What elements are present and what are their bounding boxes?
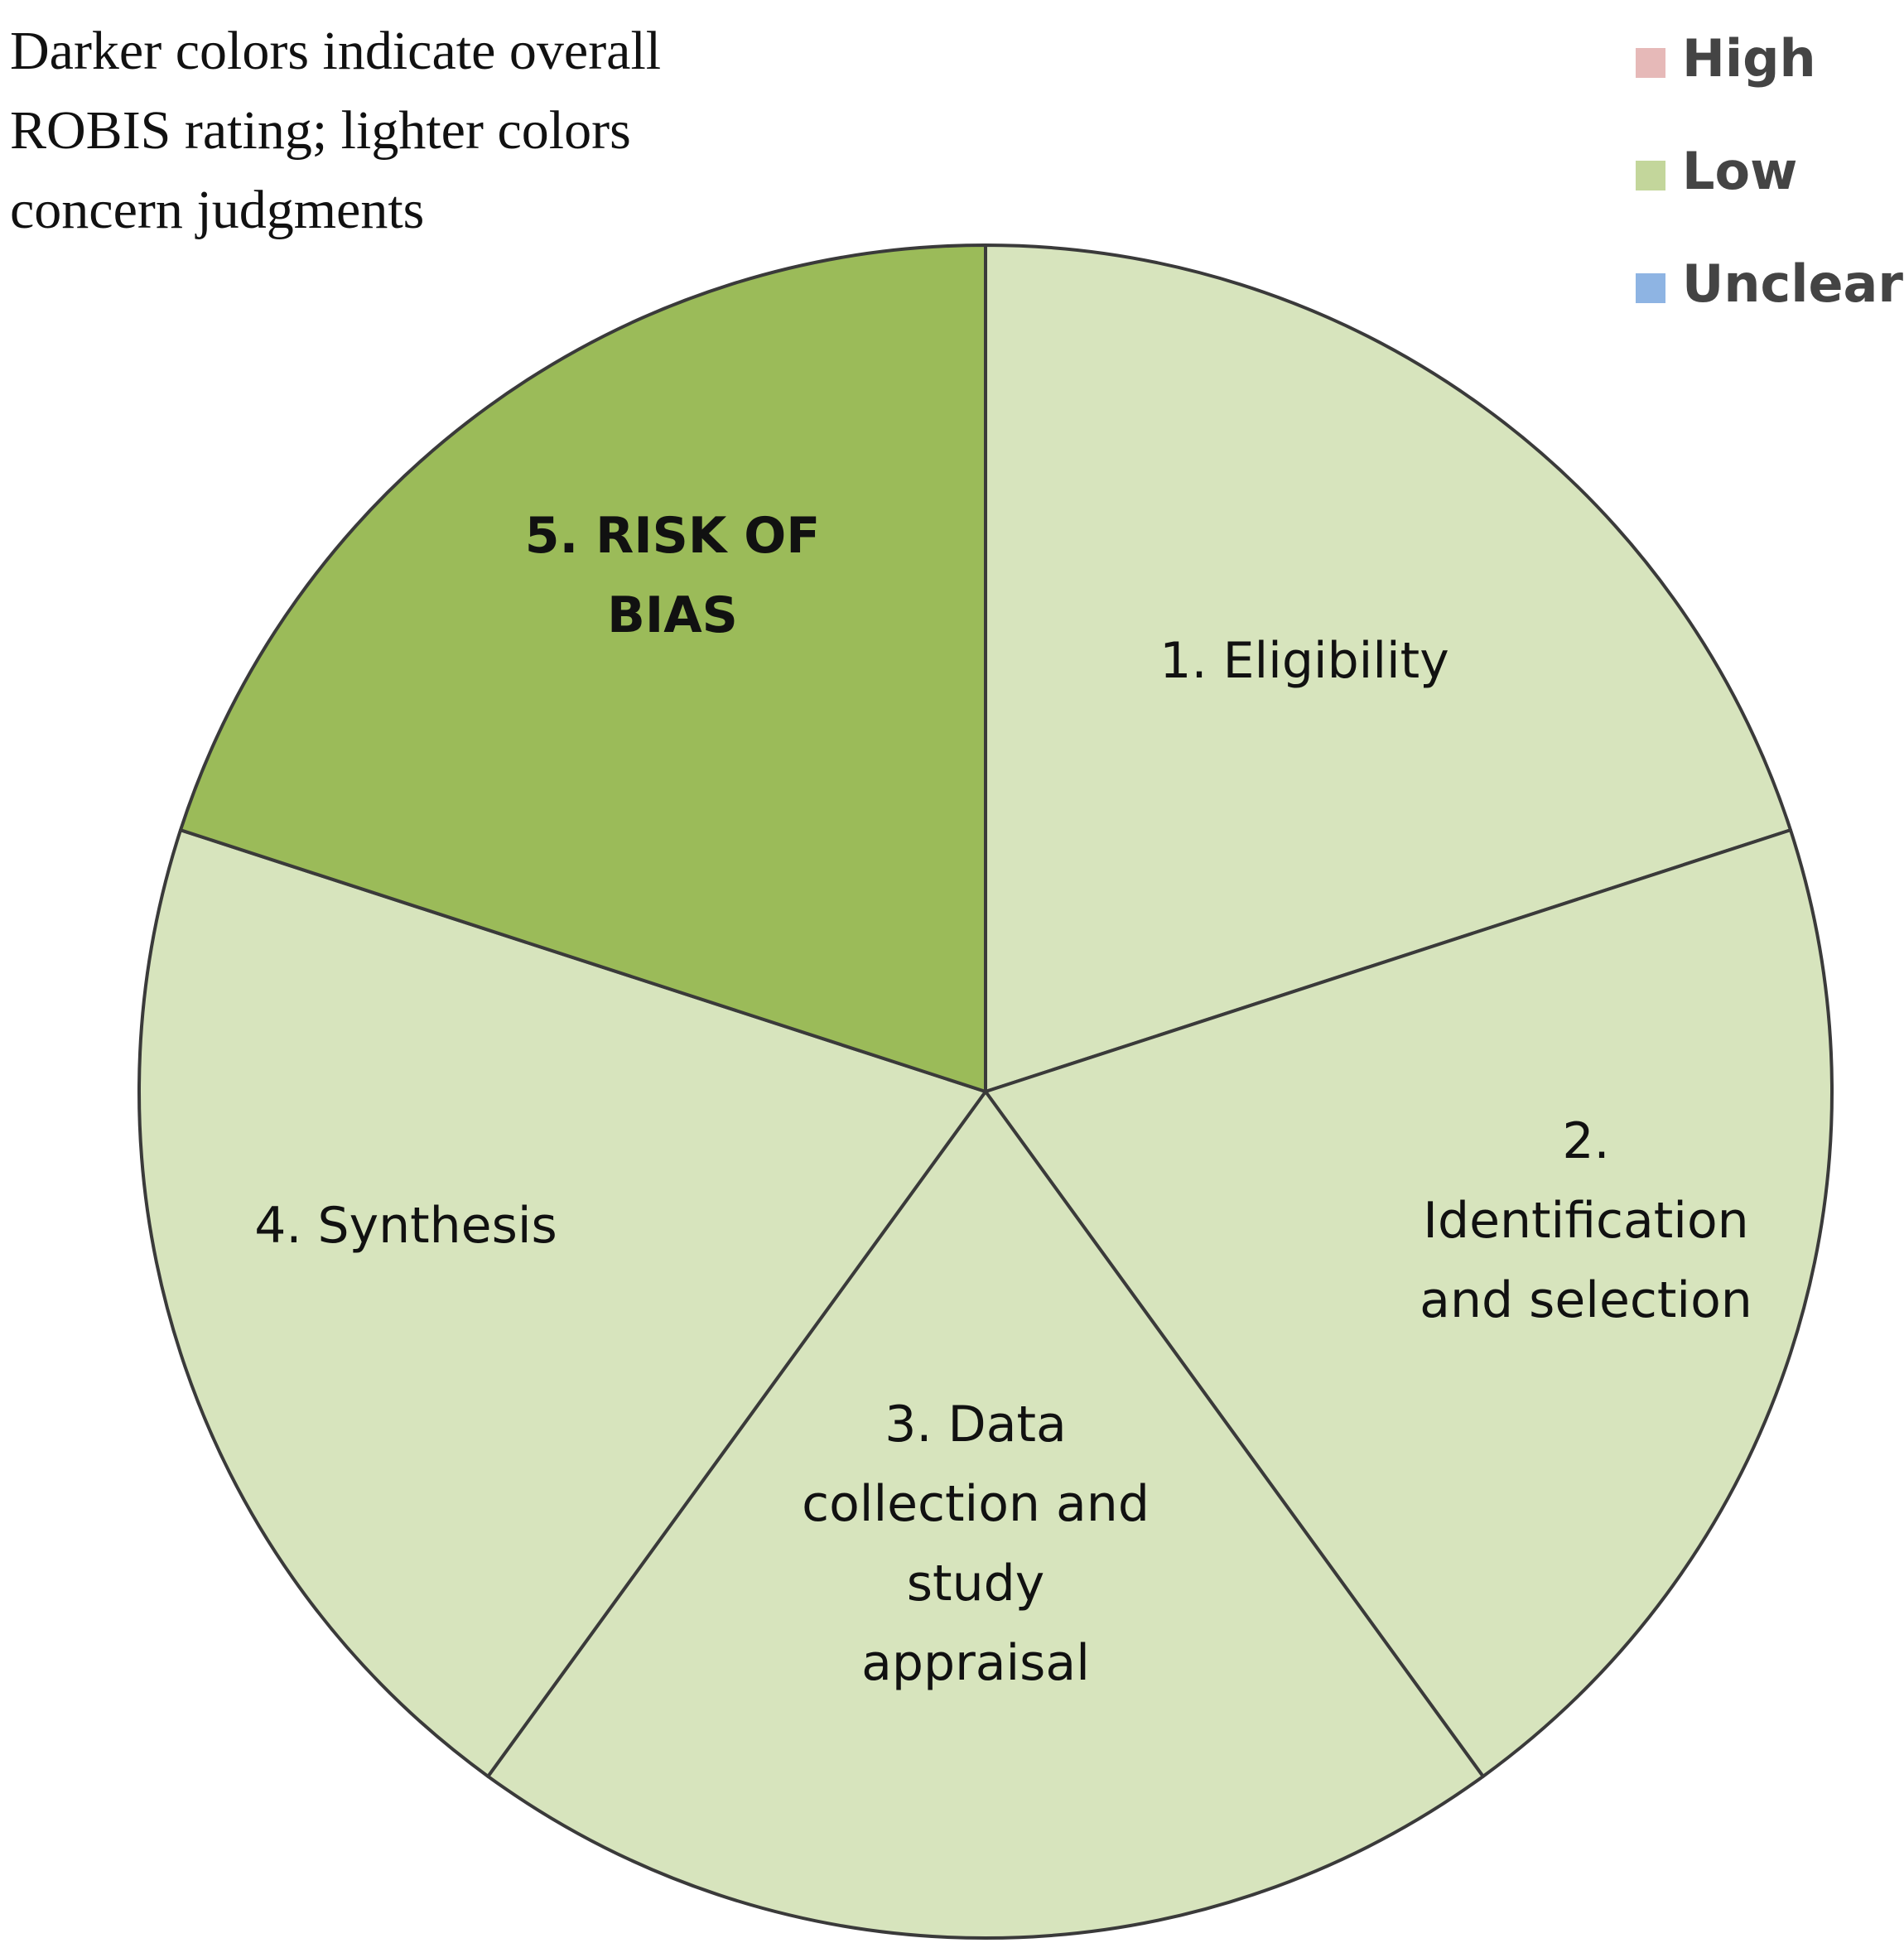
slice-label-line: and selection xyxy=(1420,1271,1752,1329)
slice-label-line: study xyxy=(907,1555,1044,1613)
slice-label-line: 2. xyxy=(1562,1112,1609,1170)
legend-label-low: Low xyxy=(1682,141,1797,201)
slice-label-line: 3. Data xyxy=(885,1396,1067,1454)
slice-label-line: appraisal xyxy=(861,1634,1090,1692)
rating-note: Darker colors indicate overall ROBIS rat… xyxy=(10,12,822,250)
slice-label-4: 4. Synthesis xyxy=(254,1197,557,1255)
slice-label-line: 1. Eligibility xyxy=(1159,632,1448,690)
legend-swatch-unclear xyxy=(1636,273,1665,303)
slice-label-line: BIAS xyxy=(607,586,738,644)
slice-label-line: 4. Synthesis xyxy=(254,1197,557,1255)
pie-labels: 1. Eligibility 2. Identification and select… xyxy=(254,507,1752,1692)
pie-slice-3 xyxy=(486,1090,1485,1940)
slice-label-line: 5. RISK OF xyxy=(525,507,821,565)
legend-swatch-high xyxy=(1636,48,1665,78)
pie-slice-5 xyxy=(179,243,987,1093)
rating-note-line: Darker colors indicate overall xyxy=(10,21,662,81)
pie-slice-2 xyxy=(984,828,1834,1778)
legend-label-high: High xyxy=(1682,28,1816,89)
slice-label-5: 5. RISK OF BIAS xyxy=(525,507,821,644)
legend-label-unclear: Unclear xyxy=(1682,253,1903,314)
pie-slice-4 xyxy=(137,828,987,1778)
slice-label-line: collection and xyxy=(802,1475,1150,1533)
pie-slices xyxy=(137,243,1834,1940)
rating-note-line: ROBIS rating; lighter colors xyxy=(10,100,631,161)
slice-label-line: Identification xyxy=(1423,1192,1748,1250)
slice-label-3: 3. Data collection and study appraisal xyxy=(802,1396,1150,1692)
slice-label-2: 2. Identification and selection xyxy=(1420,1112,1752,1329)
pie-slice-1 xyxy=(984,243,1792,1093)
slice-label-1: 1. Eligibility xyxy=(1159,632,1448,690)
rating-note-line: concern judgments xyxy=(10,180,425,240)
legend-swatch-low xyxy=(1636,161,1665,190)
